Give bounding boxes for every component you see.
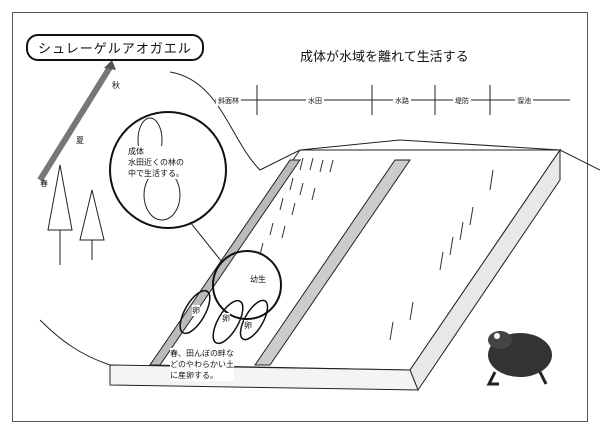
adult-note-line: 中で生活する。 [128, 169, 184, 178]
zone-label-channel: 水路 [393, 96, 411, 106]
adult-note: 成体 水田近くの林の 中で生活する。 [128, 146, 184, 179]
season-summer: 夏 [76, 136, 84, 145]
zone-label-pond: 溜池 [515, 96, 533, 106]
season-autumn: 秋 [112, 81, 120, 90]
frog-illustration [486, 331, 552, 386]
adult-note-line: 水田近くの林の [128, 158, 184, 167]
adult-arrow [189, 221, 223, 263]
larva-label: 幼生 [250, 274, 266, 285]
season-arrow [37, 62, 115, 182]
larva-circle [212, 250, 282, 320]
water-channel [254, 159, 411, 366]
season-arrow-head [104, 60, 116, 70]
zone-dividers [215, 85, 570, 115]
spawn-note: 春、田んぼの畔な どのやわらかい土 に産卵する。 [170, 348, 234, 381]
diagram-heading: 成体が水域を離れて生活する [300, 50, 469, 65]
zone-label-slope-forest: 斜面林 [216, 96, 241, 106]
egg-label: 卵 [244, 320, 252, 331]
spawn-note-line: 春、田んぼの畔な [170, 349, 234, 358]
trees [47, 117, 181, 265]
adult-habitat-circle [109, 111, 227, 229]
spawn-note-line: に産卵する。 [170, 371, 218, 380]
rice-plants [259, 157, 494, 341]
season-spring: 春 [40, 179, 48, 188]
ground-outline [169, 71, 600, 171]
paddy-ridge [149, 159, 301, 366]
egg-label: 卵 [192, 305, 200, 316]
species-title: シュレーゲルアオガエル [26, 34, 204, 61]
adult-note-line: 成体 [128, 147, 144, 156]
frame-border [12, 12, 588, 422]
egg-label: 卵 [222, 313, 230, 324]
zone-label-levee: 堤防 [453, 96, 471, 106]
zone-label-paddy: 水田 [306, 96, 324, 106]
spawn-note-line: どのやわらかい土 [170, 360, 234, 369]
